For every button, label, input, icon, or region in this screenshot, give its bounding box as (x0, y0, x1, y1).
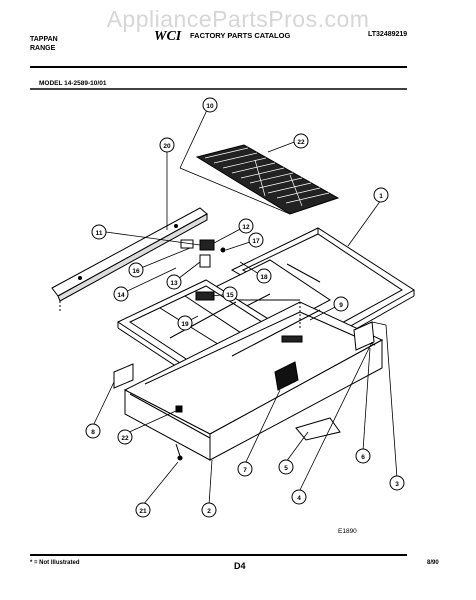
page-code: D4 (234, 561, 246, 571)
footnote: * = Not Illustrated (30, 560, 80, 566)
callout-8: 8 (85, 423, 101, 439)
wci-logo: WCI (153, 28, 187, 42)
catalog-title: FACTORY PARTS CATALOG (190, 31, 291, 40)
callout-13: 13 (166, 274, 182, 290)
callout-5: 5 (278, 459, 294, 475)
callout-12: 12 (238, 218, 254, 234)
svg-text:10: 10 (206, 103, 214, 110)
brand-name: TAPPAN (30, 36, 58, 43)
svg-text:6: 6 (361, 454, 365, 461)
top-grate (195, 144, 340, 215)
callout-14: 14 (113, 286, 129, 302)
callout-16: 16 (128, 262, 144, 278)
svg-text:18: 18 (260, 274, 268, 281)
callout-7: 7 (237, 461, 253, 477)
svg-text:WCI: WCI (154, 29, 182, 42)
svg-text:14: 14 (117, 292, 125, 299)
callout-10: 10 (202, 97, 218, 113)
svg-text:11: 11 (96, 230, 103, 237)
svg-text:8: 8 (91, 429, 95, 436)
catalog-number: LT32489219 (368, 31, 408, 38)
callout-3: 3 (389, 475, 405, 491)
callout-22-bottom: 22 (117, 429, 133, 445)
svg-text:21: 21 (139, 508, 147, 515)
callout-20: 20 (159, 137, 175, 153)
svg-text:17: 17 (252, 238, 260, 245)
svg-text:13: 13 (170, 280, 178, 287)
callout-11: 11 (91, 224, 107, 240)
burner-clips (175, 239, 303, 413)
svg-text:3: 3 (395, 481, 399, 488)
svg-text:22: 22 (297, 139, 305, 146)
screw (175, 443, 183, 461)
date-code: 8/90 (427, 560, 439, 566)
callout-2: 2 (201, 502, 217, 518)
callout-21: 21 (135, 502, 151, 518)
callout-18: 18 (256, 268, 272, 284)
svg-text:19: 19 (181, 321, 189, 328)
callout-4: 4 (291, 489, 307, 505)
watermark-text: AppliancePartsPros.com (106, 6, 370, 32)
svg-text:2: 2 (207, 508, 211, 515)
side-rail (51, 207, 208, 312)
svg-text:22: 22 (121, 435, 129, 442)
cooktop-body (123, 301, 384, 461)
svg-text:4: 4 (297, 495, 301, 502)
svg-text:20: 20 (163, 143, 171, 150)
svg-text:9: 9 (339, 302, 343, 309)
product-type: RANGE (30, 45, 56, 52)
end-plate (113, 363, 134, 389)
svg-text:12: 12 (242, 224, 250, 231)
bottom-plate (295, 417, 341, 441)
callout-17: 17 (248, 232, 264, 248)
callout-15: 15 (222, 286, 238, 302)
svg-text:5: 5 (284, 465, 288, 472)
figure-code: E1890 (338, 528, 357, 535)
svg-text:16: 16 (132, 268, 140, 275)
callout-9: 9 (333, 296, 349, 312)
svg-text:7: 7 (243, 467, 247, 474)
model-label: MODEL 14-2589-10/01 (39, 80, 107, 87)
callout-22-top: 22 (293, 133, 309, 149)
callout-6: 6 (355, 448, 371, 464)
svg-text:1: 1 (379, 193, 383, 200)
svg-text:15: 15 (226, 292, 234, 299)
callout-19: 19 (177, 315, 193, 331)
callout-1: 1 (373, 187, 389, 203)
